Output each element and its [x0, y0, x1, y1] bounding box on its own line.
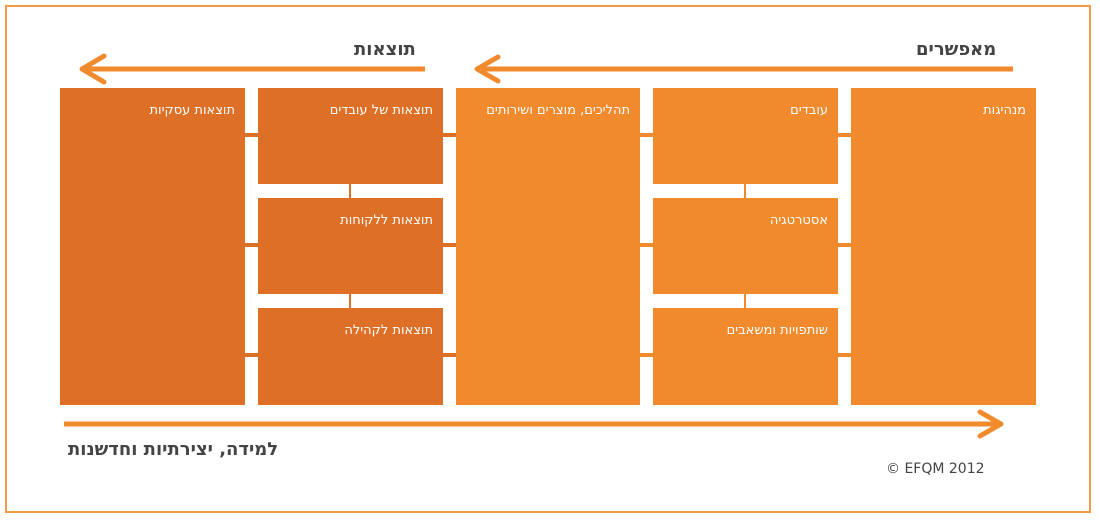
connector-strategy-leadership: [838, 243, 851, 247]
business-results-label: תוצאות עסקיות: [149, 103, 236, 118]
connector-community-results-processes: [443, 353, 456, 357]
connector-processes-partnerships: [640, 353, 653, 357]
employees-box: עובדים: [653, 88, 838, 184]
connector-employees-strategy: [744, 184, 746, 198]
connector-customer-results-processes: [443, 243, 456, 247]
connector-employee-customer-results: [349, 184, 351, 198]
strategy-label: אסטרטגיה: [769, 213, 828, 228]
connector-strategy-partnerships: [744, 294, 746, 308]
community-results-label: תוצאות לקהילה: [344, 323, 433, 338]
partnerships-box: שותפויות ומשאבים: [653, 308, 838, 405]
leadership-box: מנהיגות: [851, 88, 1036, 405]
employee-results-label: תוצאות של עובדים: [329, 103, 433, 118]
connector-processes-employees: [640, 133, 653, 137]
employees-label: עובדים: [790, 103, 828, 118]
results-header: תוצאות: [354, 39, 416, 60]
customer-results-label: תוצאות ללקוחות: [340, 213, 433, 228]
connector-business-customer-results: [245, 243, 258, 247]
connector-employees-leadership: [838, 133, 851, 137]
customer-results-box: תוצאות ללקוחות: [258, 198, 443, 294]
processes-box: תהליכים, מוצרים ושירותים: [456, 88, 640, 405]
copyright-text: © EFQM 2012: [886, 461, 985, 477]
employee-results-box: תוצאות של עובדים: [258, 88, 443, 184]
learning-label: למידה, יצירתיות וחדשנות: [68, 439, 279, 460]
outer-frame: [5, 5, 1091, 513]
processes-label: תהליכים, מוצרים ושירותים: [486, 103, 630, 118]
partnerships-label: שותפויות ומשאבים: [726, 323, 828, 338]
connector-employee-results-processes: [443, 133, 456, 137]
community-results-box: תוצאות לקהילה: [258, 308, 443, 405]
strategy-box: אסטרטגיה: [653, 198, 838, 294]
connector-partnerships-leadership: [838, 353, 851, 357]
connector-business-community-results: [245, 353, 258, 357]
business-results-box: תוצאות עסקיות: [60, 88, 245, 405]
connector-customer-community-results: [349, 294, 351, 308]
leadership-label: מנהיגות: [983, 103, 1026, 118]
enablers-header: מאפשרים: [916, 39, 997, 60]
connector-business-employee-results: [245, 133, 258, 137]
connector-processes-strategy: [640, 243, 653, 247]
